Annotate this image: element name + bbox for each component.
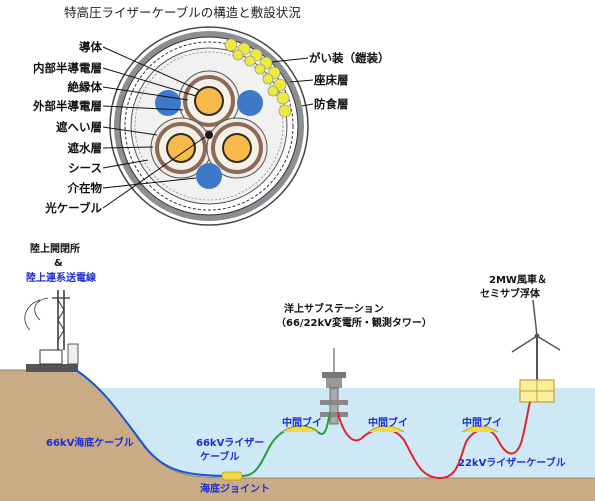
label-conductor: 導体 xyxy=(79,40,102,54)
label-22kv-riser: 22kVライザーケーブル xyxy=(458,456,566,469)
optical-cable xyxy=(205,131,213,139)
label-optical-cable: 光ケーブル xyxy=(44,201,102,215)
armour-wires xyxy=(224,38,292,118)
label-filler: 介在物 xyxy=(67,181,103,195)
cable-66kv-submarine xyxy=(72,367,231,477)
label-66kv-riser-2: ケーブル xyxy=(200,450,239,463)
label-armour: がい装（鎧装） xyxy=(309,51,390,65)
label-inner-semiconductive: 内部半導電層 xyxy=(33,61,102,75)
label-offshore-substation: 洋上サブステーション xyxy=(284,302,384,315)
offshore-substation xyxy=(320,348,348,425)
label-shield-layer: 遮へい層 xyxy=(56,120,102,134)
cable-22kv-riser xyxy=(337,401,531,480)
label-subsea-joint: 海底ジョイント xyxy=(200,482,270,495)
power-core-right xyxy=(206,117,268,179)
label-turbine: 2MW風車＆ xyxy=(489,273,547,286)
leader-lines xyxy=(102,46,314,209)
sea-scene xyxy=(0,369,595,501)
label-buoy-3: 中間ブイ xyxy=(462,416,502,429)
power-core-top xyxy=(178,70,240,132)
land-substation xyxy=(24,290,79,372)
label-offshore-substation-detail: （66/22kV変電所・観測タワー） xyxy=(276,316,432,329)
seabed xyxy=(0,370,595,501)
buoy-1 xyxy=(281,425,319,433)
label-land-substation: 陸上開閉所 xyxy=(30,242,80,255)
filler-right xyxy=(237,90,263,116)
label-insulation: 絶縁体 xyxy=(68,80,103,94)
label-66kv-riser-1: 66kVライザー xyxy=(196,437,264,449)
label-submarine-cable: 66kV海底ケーブル xyxy=(46,436,134,449)
label-water-barrier: 遮水層 xyxy=(68,141,103,155)
subsea-joint xyxy=(221,471,243,481)
label-sheath: シース xyxy=(68,161,102,175)
label-buoy-1: 中間ブイ xyxy=(282,416,322,429)
label-buoy-2: 中間ブイ xyxy=(368,416,408,429)
power-core-left xyxy=(150,117,212,179)
label-outer-semiconductive: 外部半導電層 xyxy=(32,99,102,113)
filler-bottom xyxy=(196,163,222,189)
filler-left xyxy=(155,90,181,116)
label-bedding: 座床層 xyxy=(313,73,349,87)
diagram-title: 特高圧ライザーケーブルの構造と敷設状況 xyxy=(64,5,301,20)
wind-turbine xyxy=(511,299,561,403)
cable-cross-section xyxy=(109,26,309,226)
buoy-3 xyxy=(461,425,499,433)
buoy-2 xyxy=(367,425,405,433)
label-anticorrosion: 防食層 xyxy=(314,97,349,111)
label-semisub: セミサブ浮体 xyxy=(480,287,541,300)
label-ampersand: & xyxy=(54,258,63,269)
label-land-transmission-line: 陸上連系送電線 xyxy=(26,271,96,284)
